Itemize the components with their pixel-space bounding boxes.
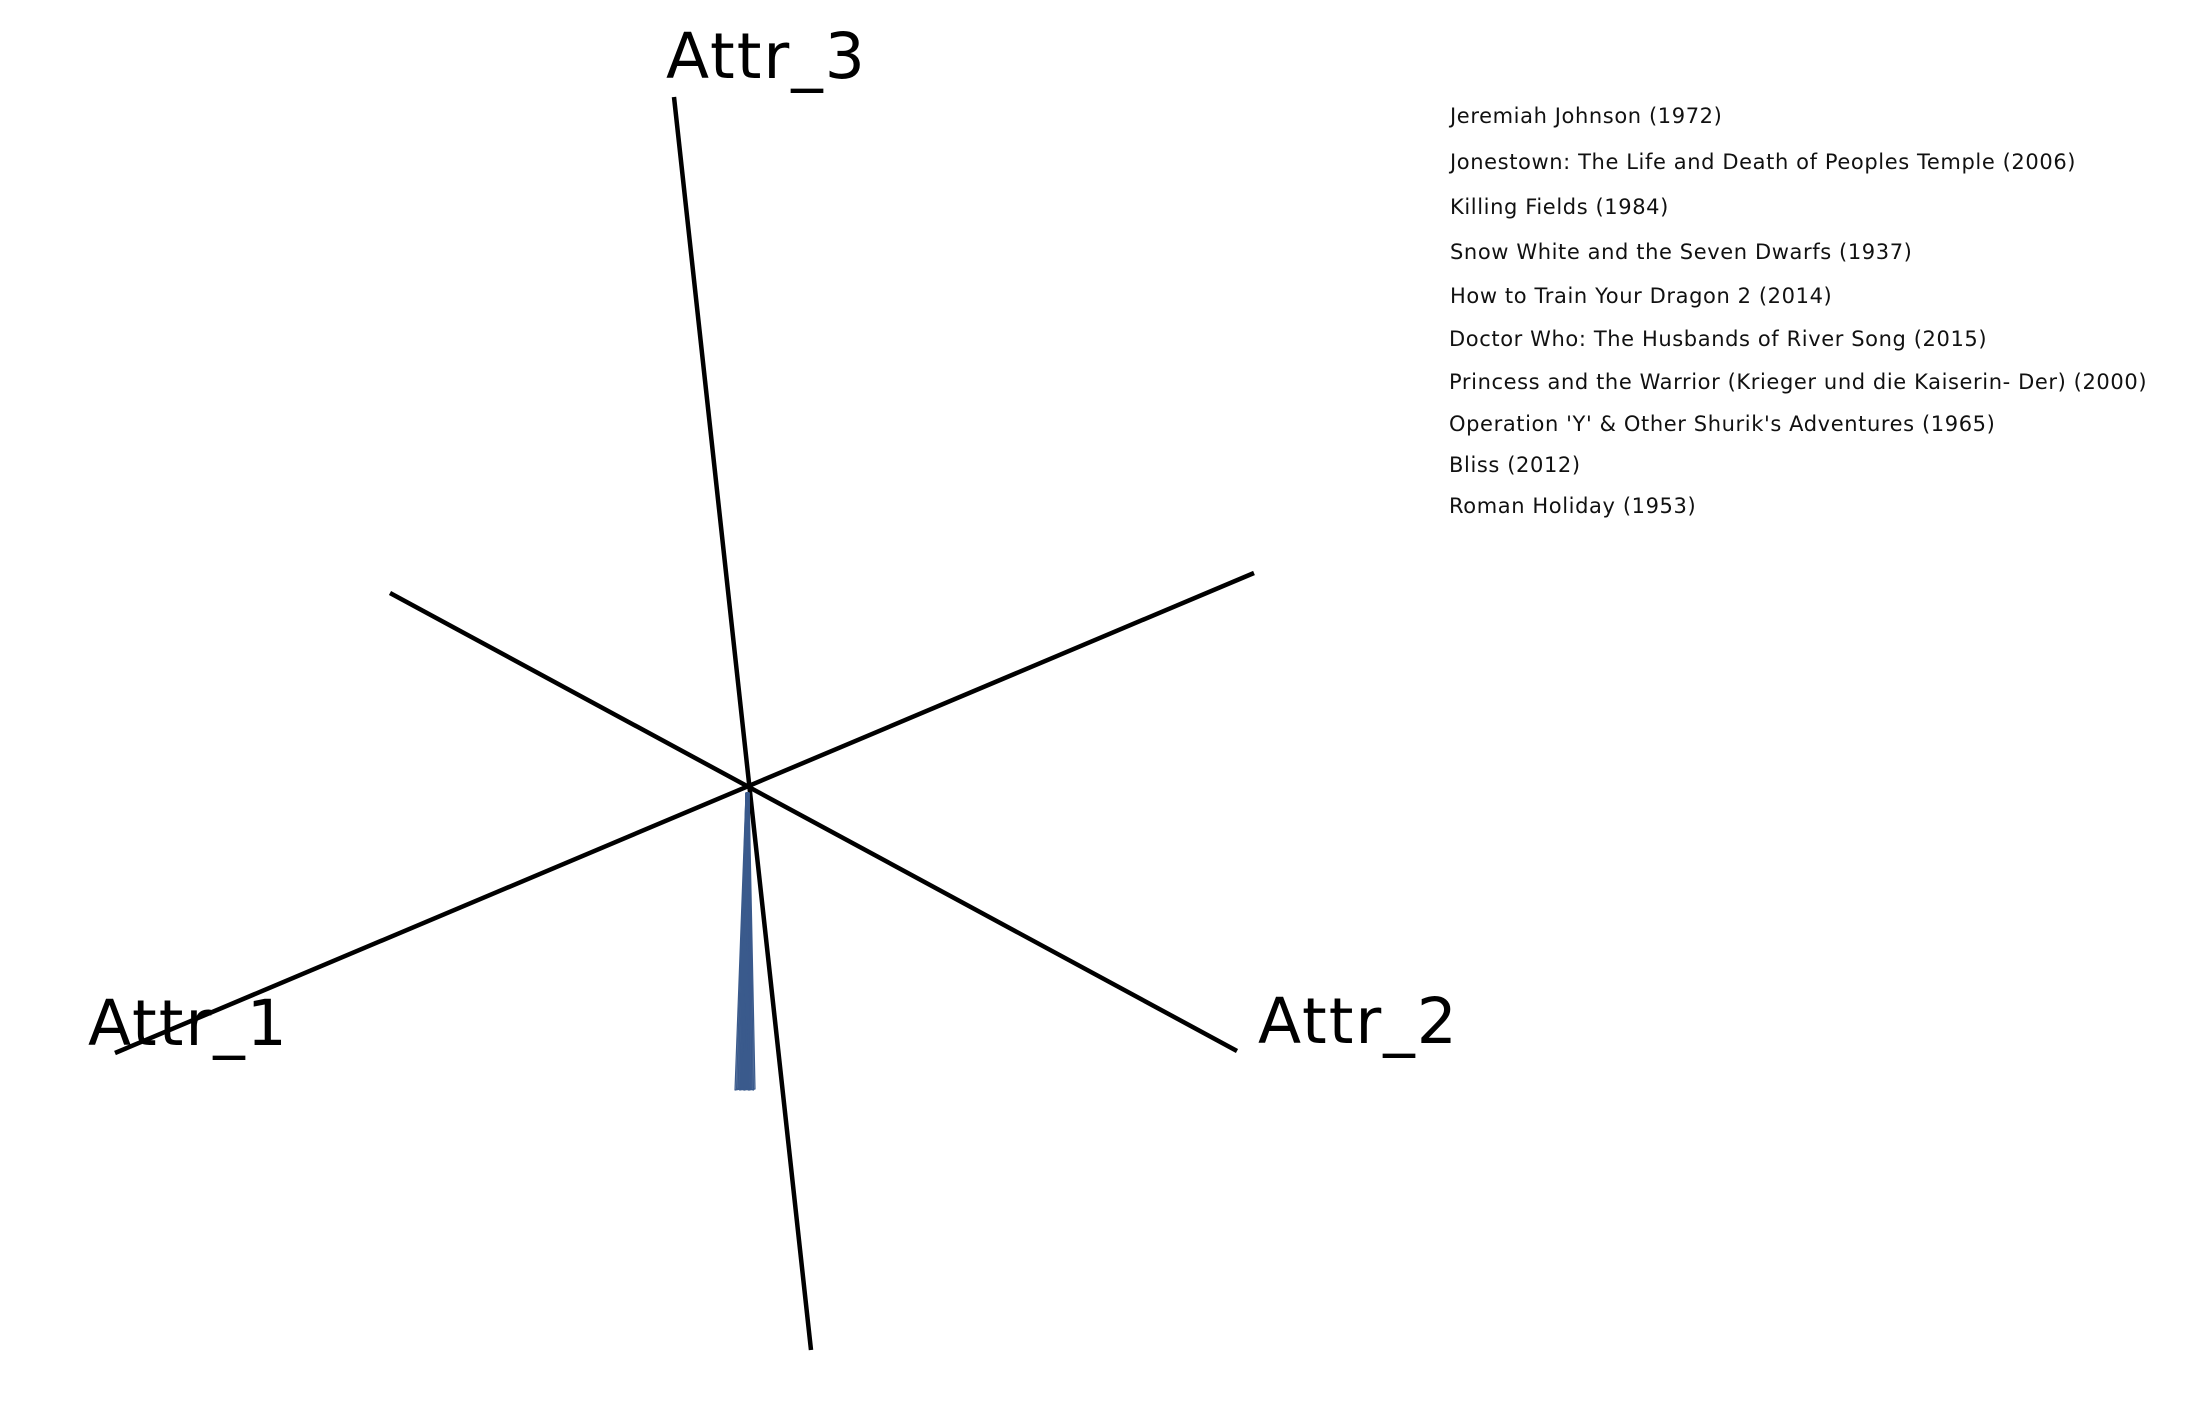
legend-entry-7: Princess and the Warrior (Krieger und di…: [1449, 370, 2147, 394]
legend-entry-9: Bliss (2012): [1449, 453, 1581, 477]
legend-entry-8: Operation 'Y' & Other Shurik's Adventure…: [1449, 412, 1995, 436]
legend-entry-1: Jeremiah Johnson (1972): [1448, 104, 1722, 128]
legend: Jeremiah Johnson (1972) Jonestown: The Li…: [1448, 104, 2147, 518]
series-shape-10: [745, 792, 756, 1091]
series-layer: [734, 792, 756, 1091]
axis-line-attr-3: [671, 96, 814, 1351]
axis-label-attr-2: Attr_2: [1258, 985, 1459, 1058]
legend-entry-6: Doctor Who: The Husbands of River Song (…: [1449, 327, 1987, 351]
axes-layer: [114, 96, 1255, 1351]
axis-line-attr-2: [388, 591, 1239, 1053]
axis-label-layer: Attr_1 Attr_2 Attr_3: [88, 20, 1459, 1060]
axis-label-attr-3: Attr_3: [666, 20, 867, 93]
legend-entry-4: Snow White and the Seven Dwarfs (1937): [1450, 240, 1912, 264]
legend-entry-10: Roman Holiday (1953): [1449, 494, 1696, 518]
axis-line-attr-1: [114, 570, 1255, 1056]
legend-entry-5: How to Train Your Dragon 2 (2014): [1450, 284, 1832, 308]
axis-label-attr-1: Attr_1: [88, 987, 289, 1060]
legend-entry-3: Killing Fields (1984): [1450, 195, 1669, 219]
legend-entry-2: Jonestown: The Life and Death of Peoples…: [1448, 150, 2076, 174]
